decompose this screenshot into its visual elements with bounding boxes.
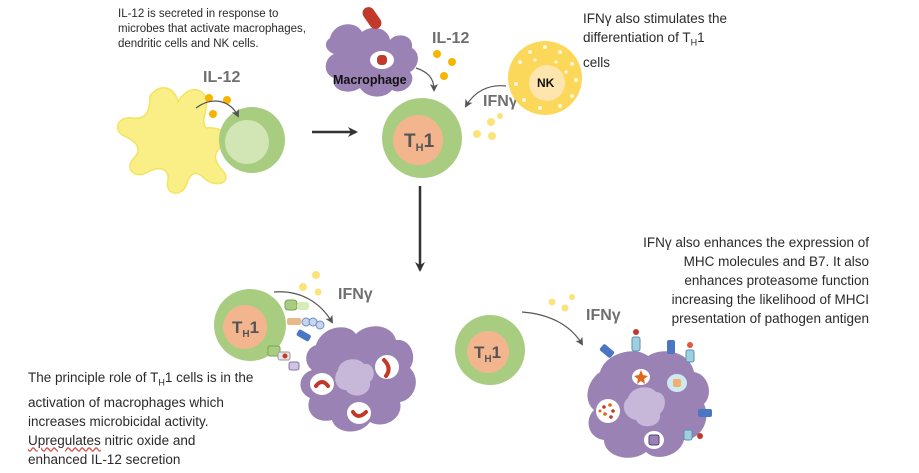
macrophage-nucleus bbox=[623, 387, 665, 427]
note-line: cells bbox=[583, 54, 611, 70]
il12-secreted-note: IL-12 is secreted in response to microbe… bbox=[118, 7, 306, 52]
il12-molecule bbox=[448, 58, 456, 66]
note-text: The principle role of T bbox=[28, 370, 159, 385]
note-line: MHC molecules and B7. It also bbox=[683, 254, 869, 269]
note-line: The principle role of TH1 cells is in th… bbox=[28, 368, 253, 393]
th1-label-1: 1 bbox=[250, 318, 259, 337]
ifn-arrow bbox=[273, 291, 334, 324]
note-line: differentiation of TH1 bbox=[583, 28, 727, 53]
note-line: Upregulates nitric oxide and bbox=[28, 431, 253, 450]
note-line: enhances proteasome function bbox=[684, 273, 869, 288]
microbe-icon bbox=[377, 55, 387, 65]
note-text: differentiation of T bbox=[583, 30, 691, 45]
note-line: activation of macrophages which bbox=[28, 394, 224, 410]
ifn-arrow bbox=[521, 311, 584, 346]
note-line: dendritic cells and NK cells. bbox=[118, 38, 259, 50]
ifn-molecule bbox=[473, 130, 481, 138]
ifn-molecule bbox=[487, 118, 495, 126]
ifn-molecule bbox=[314, 288, 322, 296]
ifn-expression-note: IFNγ also enhances the expression of MHC… bbox=[643, 233, 869, 328]
th1-label: TH1 bbox=[404, 131, 435, 154]
ifn-molecule bbox=[569, 294, 575, 300]
th1-nucleus bbox=[393, 115, 443, 165]
th1-label-t: T bbox=[232, 318, 243, 337]
ifn-molecule bbox=[312, 271, 320, 279]
ifn-molecule bbox=[488, 132, 496, 140]
nk-nucleus bbox=[529, 65, 565, 101]
il12-arrow bbox=[415, 67, 438, 92]
il12-molecule bbox=[223, 96, 231, 104]
th1-label-h: H bbox=[242, 329, 249, 340]
il12-molecule bbox=[440, 72, 448, 80]
note-line: enhanced IL-12 secretion bbox=[28, 451, 181, 467]
dendritic-cell bbox=[116, 86, 229, 194]
il12-label-left: IL-12 bbox=[203, 69, 241, 86]
note-line: presentation of pathogen antigen bbox=[671, 311, 869, 326]
th1-nucleus bbox=[467, 331, 509, 373]
note-subscript: H bbox=[690, 37, 698, 48]
immune-synapse bbox=[267, 299, 325, 371]
phagosomes bbox=[310, 355, 399, 424]
th1-label-h: H bbox=[484, 354, 491, 365]
th1-label-1: 1 bbox=[492, 343, 501, 362]
note-line: IFNγ also enhances the expression of bbox=[643, 235, 869, 250]
phagolysosomes bbox=[596, 369, 687, 449]
principle-role-note: The principle role of TH1 cells is in th… bbox=[28, 368, 253, 469]
th1-label: TH1 bbox=[474, 343, 501, 365]
th1-label-1: 1 bbox=[424, 131, 435, 152]
note-line: increasing the likelihood of MHCI bbox=[671, 292, 869, 307]
il12-arrow bbox=[195, 100, 239, 118]
ifn-label-bottom-left: IFNγ bbox=[338, 286, 373, 303]
macrophage-nucleus bbox=[335, 359, 374, 396]
spellcheck-flagged-word: Upregulates bbox=[28, 432, 101, 448]
ifn-molecule bbox=[497, 113, 503, 119]
ifn-differentiation-note: IFNγ also stimulates the differentiation… bbox=[583, 9, 727, 72]
ifn-label-bottom-right: IFNγ bbox=[586, 307, 621, 324]
note-line: IFNγ also stimulates the bbox=[583, 11, 728, 26]
note-text: 1 bbox=[697, 30, 705, 45]
ifn-label-nk: IFNγ bbox=[483, 93, 518, 110]
note-text: 1 cells is in the bbox=[164, 370, 254, 385]
note-subscript: H bbox=[158, 377, 165, 388]
il12-label-top: IL-12 bbox=[432, 30, 470, 47]
macrophage-label: Macrophage bbox=[333, 73, 407, 87]
th1-label-t: T bbox=[474, 343, 485, 362]
naive-t-cell-nucleus bbox=[225, 120, 269, 164]
th1-label-t: T bbox=[404, 131, 416, 152]
il12-molecule bbox=[433, 50, 441, 58]
mhc-and-b7-receptors bbox=[599, 329, 712, 441]
note-line: IL-12 is secreted in response to bbox=[118, 8, 279, 20]
ifn-arrow bbox=[465, 85, 507, 108]
th1-label: TH1 bbox=[232, 318, 259, 340]
il12-molecule bbox=[209, 110, 217, 118]
ifn-molecule bbox=[299, 283, 307, 291]
th1-label-h: H bbox=[416, 142, 424, 154]
il12-molecule bbox=[205, 94, 213, 102]
nk-granules bbox=[514, 45, 578, 110]
th1-nucleus bbox=[223, 305, 267, 349]
ifn-molecule bbox=[561, 304, 569, 312]
nk-label: NK bbox=[537, 76, 555, 90]
ifn-molecule bbox=[548, 298, 556, 306]
note-text: nitric oxide and bbox=[100, 432, 196, 448]
microbe-icon bbox=[362, 7, 382, 29]
note-line: increases microbicidal activity. bbox=[28, 413, 209, 429]
note-line: microbes that activate macrophages, bbox=[118, 23, 306, 35]
